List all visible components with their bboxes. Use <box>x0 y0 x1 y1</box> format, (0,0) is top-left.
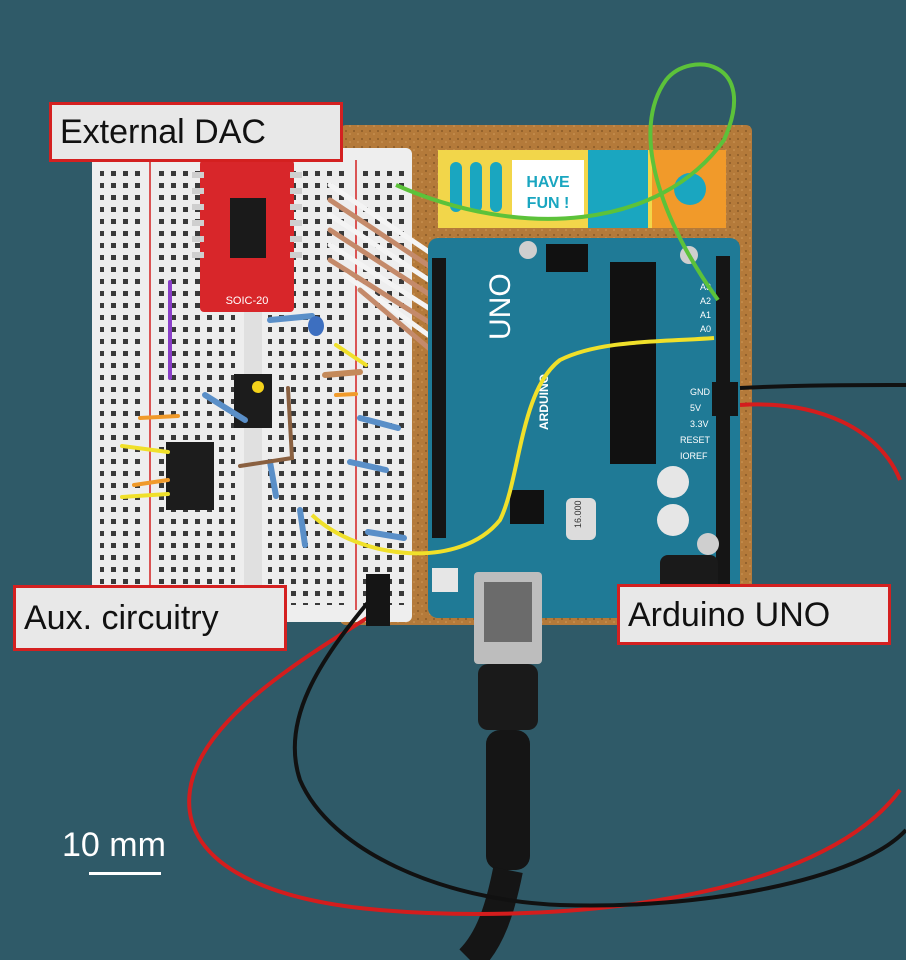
arduino-uno-callout: Arduino UNO <box>617 584 891 645</box>
aux-circuitry-callout: Aux. circuitry <box>13 585 287 651</box>
have-fun-line-2: FUN ! <box>527 195 570 212</box>
arduino-logo-text: ARDUINO <box>537 374 551 430</box>
pin-label-reset: RESET <box>680 435 711 445</box>
resistors <box>202 313 407 548</box>
crystal-label: 16.000 <box>573 500 583 528</box>
capacitor <box>308 316 324 336</box>
red-power-wire <box>187 402 902 916</box>
scale-bar <box>89 872 161 875</box>
pin-label-3v3: 3.3V <box>690 419 709 429</box>
pin-label-a1: A1 <box>700 310 711 320</box>
external-dac-label: External DAC <box>60 113 266 151</box>
usb-cable <box>458 572 542 960</box>
dip-chip-lower <box>166 442 214 510</box>
black-power-wire <box>292 383 906 908</box>
green-wire <box>395 62 737 302</box>
arduino-uno-board: UNO ARDUINO 16.000 A3 A2 A1 A0 GND 5V 3.… <box>428 238 740 618</box>
barrel-connector <box>712 382 738 416</box>
pin-label-a2: A2 <box>700 296 711 306</box>
soic-label: SOIC-20 <box>226 295 269 307</box>
pin-label-a3: A3 <box>700 282 711 292</box>
soic-breakout-board: SOIC-20 <box>192 160 302 312</box>
aux-circuitry-label: Aux. circuitry <box>24 599 219 637</box>
jumper-wires <box>120 280 368 499</box>
external-dac-callout: External DAC <box>49 102 343 162</box>
pin-label-ioref: IOREF <box>680 451 708 461</box>
pin-label-5v: 5V <box>690 403 701 413</box>
header-ribbon-wires <box>327 182 441 359</box>
scale-bar-label: 10 mm <box>62 826 166 864</box>
power-connector <box>366 574 390 626</box>
arduino-uno-label: Arduino UNO <box>628 595 831 634</box>
pin-label-a0: A0 <box>700 324 711 334</box>
yellow-wire <box>310 336 715 556</box>
have-fun-line-1: HAVE <box>526 174 570 191</box>
pin-label-gnd: GND <box>690 387 711 397</box>
uno-logo-text: UNO <box>484 273 517 340</box>
